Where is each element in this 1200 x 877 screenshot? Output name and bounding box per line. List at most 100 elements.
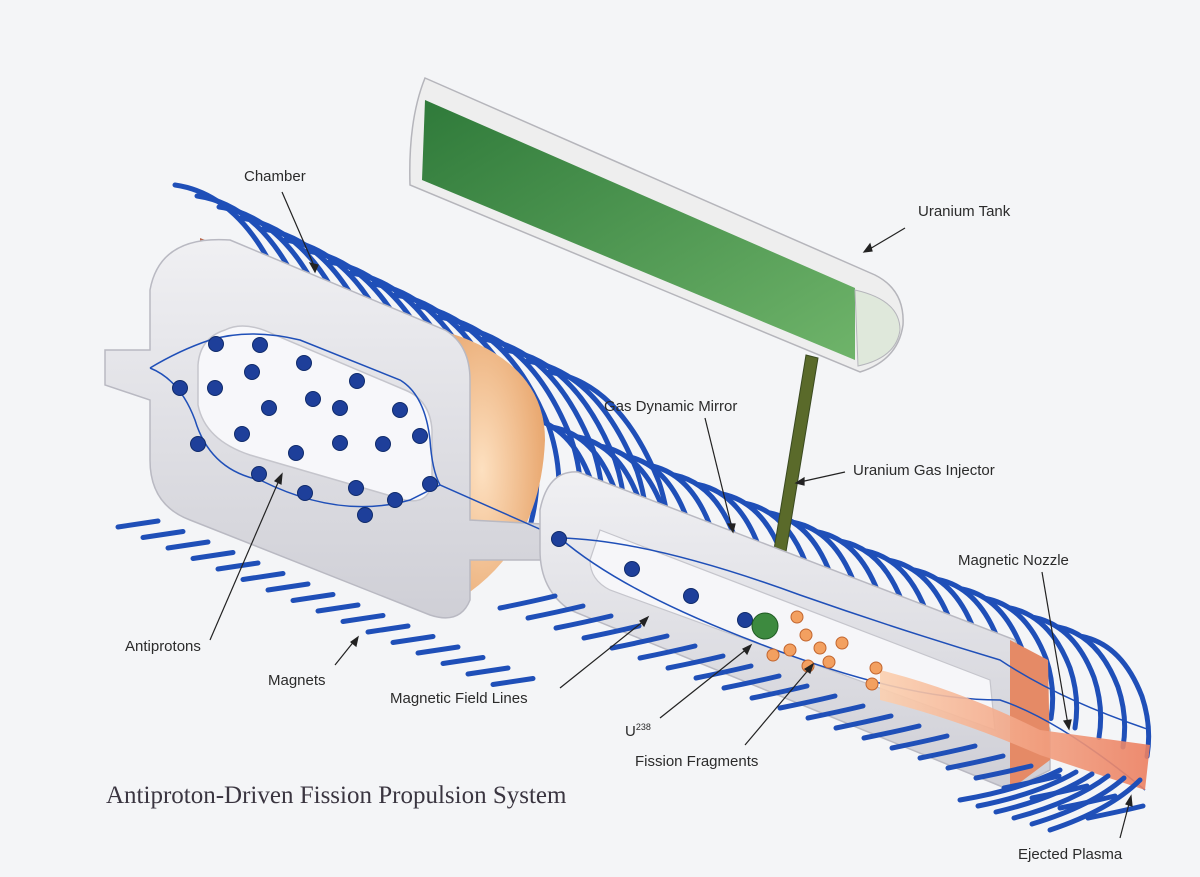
antiproton [208,336,224,352]
magnet-coil-stub [215,560,261,572]
tube-field-line [559,537,1151,731]
tank-endcap [854,289,901,367]
antiproton [332,435,348,451]
antiproton [305,391,321,407]
antiproton [190,436,206,452]
magnet-coil-stub [465,665,511,677]
magnet-coil-stub [973,763,1034,781]
magnet-coil-stub [1029,775,1127,827]
label-magnetic-nozzle: Magnetic Nozzle [958,552,1069,569]
fission-fragment [835,636,849,650]
label-gas-dynamic-mirror: Gas Dynamic Mirror [604,398,738,415]
chamber-field-line [149,367,561,539]
magnet-coil-stub [957,767,1063,803]
magnet-coil-stub [440,655,486,666]
magnet-coil-stub [917,743,978,761]
label-magnets: Magnets [268,672,326,689]
magnet-coil-stub [553,613,614,631]
magnet-coil [1031,615,1104,740]
chamber-field-line-upper [149,333,441,486]
antiproton [624,561,640,577]
magnet-coil-stub [777,693,838,711]
antiproton [252,337,268,353]
antiproton [683,588,699,604]
antiproton [172,380,188,396]
antiproton-particles [172,336,438,523]
magnet-coil-stub [975,769,1079,809]
antiproton [422,476,438,492]
fission-fragment [813,641,827,655]
magnet-coil-stub [290,592,336,603]
u238-nucleus [751,612,779,640]
fission-fragment [766,648,780,662]
antiproton [251,466,267,482]
uranium-tank [409,77,904,373]
antiproton [349,373,365,389]
magnet-coil-stub [140,529,186,540]
u238-symbol: U [625,723,636,740]
magnet-coil-stub [637,643,698,661]
antiproton [551,531,567,547]
magnet-coil-stub [993,771,1095,815]
fission-fragment [822,655,836,669]
magnet-coil-stub [693,663,754,681]
magnet-coil-stub [365,623,411,635]
antiproton [412,428,428,444]
plasma-jet [880,670,1150,790]
fission-fragment [869,661,883,675]
antiproton [357,507,373,523]
magnet-coil-stub [889,733,950,751]
magnet-coil-stub [609,633,670,651]
label-antiprotons: Antiprotons [125,638,201,655]
antiproton [297,485,313,501]
fission-fragment [790,610,804,624]
magnet-coil-stub [390,634,436,645]
antiproton [234,426,250,442]
label-chamber: Chamber [244,168,306,185]
lower-magnet-coils [115,518,1146,833]
fission-fragment [783,643,797,657]
magnet-coil-stub [665,653,726,671]
magnet-coil-stub [165,539,211,551]
antiproton [737,612,753,628]
magnet-coil [1079,634,1152,759]
antiproton [348,480,364,496]
magnet-coil-stub [721,673,782,691]
magnet-coil-stub [1047,777,1143,833]
tube-particles [551,531,883,691]
magnet-coil [1055,624,1128,750]
chamber [104,238,561,619]
leader-lines [209,191,1133,839]
magnet-coil [1007,605,1080,731]
magnet-coil-stub [497,593,558,611]
label-ejected-plasma: Ejected Plasma [1018,846,1123,863]
magnet-coil-stub [833,713,894,731]
magnet-coil-stub [1085,803,1146,821]
label-magnetic-field-lines: Magnetic Field Lines [390,690,528,707]
u238-mass-number: 238 [635,722,651,732]
diagram-title: Antiproton-Driven Fission Propulsion Sys… [106,782,567,809]
magnet-coil-stub [490,676,536,687]
magnet-coil-stub [190,550,236,561]
magnet-coil-stub [415,644,461,656]
fission-fragment [865,677,879,691]
magnet-coil-stub [265,581,311,593]
magnet-coil-stub [581,623,642,641]
magnet-coil-stub [240,571,286,582]
magnet-coil-stub [861,723,922,741]
label-u238: U238 [625,722,651,740]
fission-fragment [799,628,813,642]
magnet-coil [983,596,1056,721]
label-uranium-tank: Uranium Tank [918,203,1011,220]
magnet-coil-stub [1011,773,1111,821]
antiproton [387,492,403,508]
label-fission-fragments: Fission Fragments [635,753,759,770]
antiproton [288,445,304,461]
antiproton [261,400,277,416]
magnet-coil-stub [115,518,161,530]
magnet-coil-stub [340,613,386,624]
magnet-coil-stub [749,683,810,701]
magnet-coil-stub [805,703,866,721]
magnet-coil-stub [525,603,586,621]
